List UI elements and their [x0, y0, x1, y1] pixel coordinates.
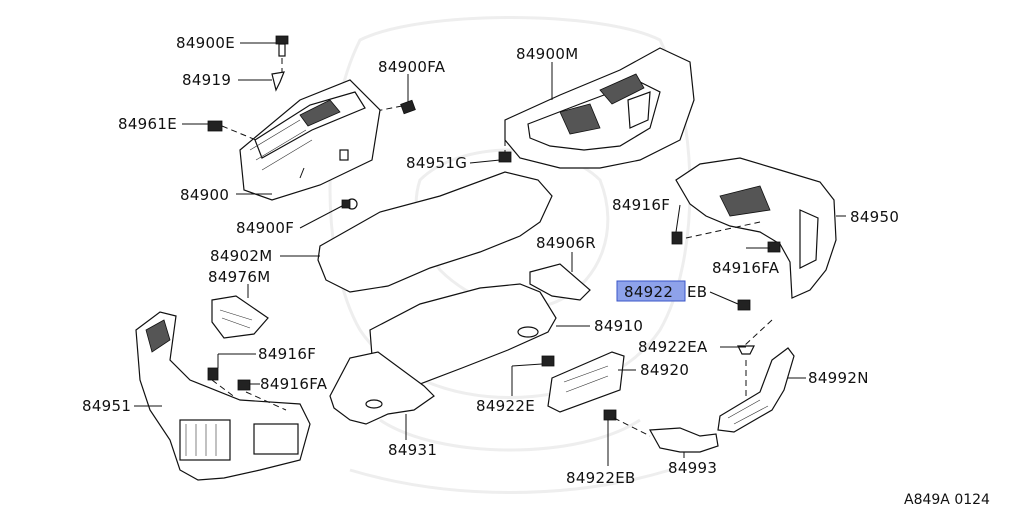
- leader-lines: [134, 42, 846, 466]
- label-84906R[interactable]: 84906R: [536, 234, 596, 252]
- mat-84902M-part: [317, 171, 553, 293]
- label-EB-suffix[interactable]: EB: [687, 283, 707, 301]
- label-84976M[interactable]: 84976M: [208, 268, 270, 286]
- label-84916F-low[interactable]: 84916F: [258, 345, 316, 363]
- diagram-reference-code: A849A 0124: [904, 492, 990, 508]
- label-84900[interactable]: 84900: [180, 186, 229, 204]
- bracket-84976M-part: [211, 295, 269, 339]
- label-84910[interactable]: 84910: [594, 317, 643, 335]
- label-84951G[interactable]: 84951G: [406, 154, 467, 172]
- panel-84900M-part: [498, 47, 695, 169]
- label-84951[interactable]: 84951: [82, 397, 131, 415]
- label-84992N[interactable]: 84992N: [808, 369, 869, 387]
- strip-84992N-part: [717, 299, 795, 433]
- label-84900FA[interactable]: 84900FA: [378, 58, 446, 76]
- label-84919[interactable]: 84919: [182, 71, 231, 89]
- clip-84916F-low-part: [207, 367, 219, 381]
- label-84922E[interactable]: 84922E: [476, 397, 535, 415]
- label-84950[interactable]: 84950: [850, 208, 899, 226]
- clip-84916F-top-part: [671, 231, 683, 245]
- label-84916F-top[interactable]: 84916F: [612, 196, 670, 214]
- bracket-84993-part: [603, 409, 719, 453]
- label-84931[interactable]: 84931: [388, 441, 437, 459]
- plate-84920-part: [541, 351, 625, 413]
- trim-84950-part: [675, 157, 837, 299]
- label-84922EA[interactable]: 84922EA: [638, 338, 708, 356]
- clip-84916FA-low-part: [237, 379, 251, 391]
- trim-84951-part: [135, 311, 311, 481]
- label-84961E[interactable]: 84961E: [118, 115, 177, 133]
- label-84902M[interactable]: 84902M: [210, 247, 272, 265]
- trim-84900-part: [221, 79, 381, 210]
- label-84916FA-low[interactable]: 84916FA: [260, 375, 328, 393]
- clip-84900E-part: [275, 35, 289, 57]
- part-labels: 84900E 84919 84900FA 84961E 84900M 84951…: [82, 34, 990, 508]
- label-84922-highlighted[interactable]: 84922: [624, 283, 673, 301]
- label-84900F[interactable]: 84900F: [236, 219, 294, 237]
- label-84993[interactable]: 84993: [668, 459, 717, 477]
- mat-84931-part: [329, 351, 435, 425]
- clip-84919-part: [271, 58, 285, 92]
- label-84916FA-top[interactable]: 84916FA: [712, 259, 780, 277]
- pad-84906R-part: [529, 263, 591, 301]
- label-84900M[interactable]: 84900M: [516, 45, 578, 63]
- screw-84961E-part: [207, 120, 223, 132]
- highlight-84922EB: [616, 280, 686, 302]
- label-84900E[interactable]: 84900E: [176, 34, 235, 52]
- label-84922EB-low[interactable]: 84922EB: [566, 469, 636, 487]
- label-84920[interactable]: 84920: [640, 361, 689, 379]
